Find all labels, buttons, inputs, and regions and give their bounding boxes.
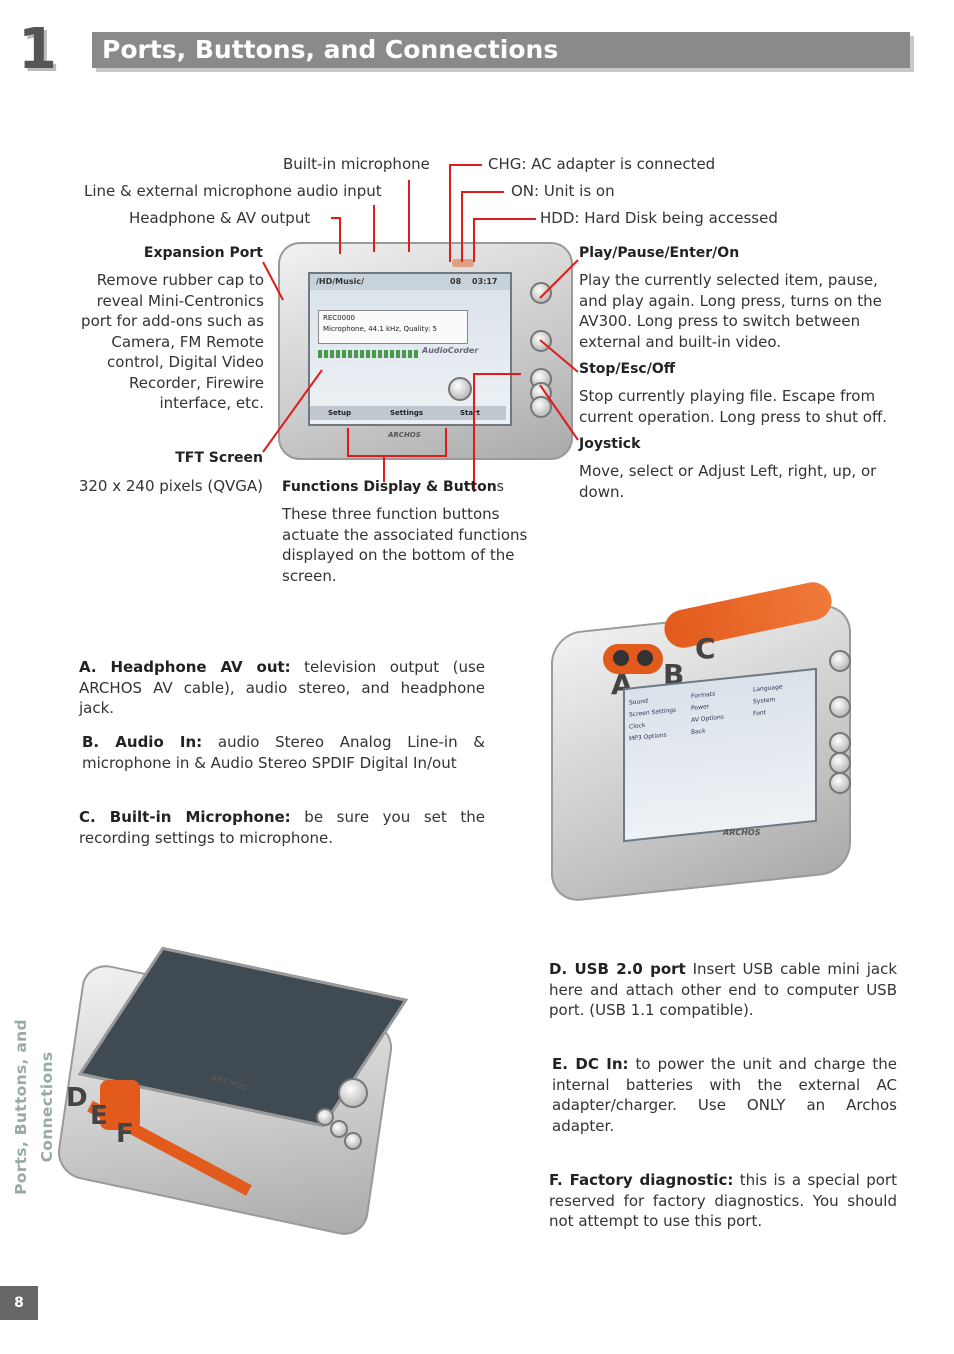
screen-status: 08 [450, 277, 462, 286]
tft-screen-desc: 320 x 240 pixels (QVGA) [78, 477, 263, 495]
device2-screen: Sound Formats Language Screen Settings P… [623, 667, 817, 843]
level-meter [318, 350, 418, 358]
tft-screen-title: TFT Screen [175, 450, 263, 466]
device2-button-4[interactable] [829, 752, 851, 774]
chapter-number: 1 [18, 17, 57, 82]
device3-button-3[interactable] [344, 1132, 362, 1150]
port-c-desc: C. Built-in Microphone: be sure you set … [79, 808, 485, 847]
port-b-desc: B. Audio In: audio Stereo Analog Line-in… [82, 733, 485, 772]
label-letter-d: D [66, 1083, 88, 1113]
device3-joystick[interactable] [338, 1078, 368, 1108]
joystick[interactable] [448, 377, 472, 401]
fn-settings-label: Settings [390, 409, 424, 417]
port-a-jack [613, 650, 629, 666]
menu-item-mp3-options: MP3 Options [629, 731, 667, 743]
callout-lines [262, 164, 579, 492]
screen-rec-info: Microphone, 44.1 kHz, Quality: 5 [323, 325, 437, 333]
device-side-view: D E F ARCHOS [54, 946, 420, 1240]
device2-button-3[interactable] [829, 732, 851, 754]
label-hdd: HDD: Hard Disk being accessed [540, 209, 778, 227]
joystick-title: Joystick [579, 436, 641, 452]
label-chg: CHG: AC adapter is connected [488, 155, 716, 173]
stop-title: Stop/Esc/Off [579, 361, 676, 377]
expansion-port-desc: Remove rubber cap to reveal Mini-Centron… [81, 271, 264, 412]
play-button[interactable] [530, 282, 552, 304]
play-desc: Play the currently selected item, pause,… [579, 271, 882, 351]
screen-rec-file: REC0000 [323, 314, 355, 322]
page-number: 8 [14, 1295, 24, 1311]
device-screen: /HD/Music/ 08 03:17 REC0000 Microphone, … [308, 272, 512, 426]
device2-button-5[interactable] [829, 772, 851, 794]
play-title: Play/Pause/Enter/On [579, 245, 740, 261]
fn-button-3[interactable] [530, 396, 552, 418]
device-top-view: A B C Sound Formats Language Screen Sett… [543, 578, 863, 904]
stop-desc: Stop currently playing file. Escape from… [579, 387, 888, 426]
fn-start-label: Start [460, 409, 480, 417]
screen-time: 03:17 [472, 277, 498, 286]
device2-brand: ARCHOS [723, 828, 761, 837]
fn-setup-label: Setup [328, 409, 352, 417]
menu-item-font: Font [753, 709, 767, 718]
functions-desc: These three function buttons actuate the… [282, 505, 528, 585]
device3-button-1[interactable] [316, 1108, 334, 1126]
menu-item-back: Back [691, 727, 706, 737]
label-headphone: Headphone & AV output [129, 209, 311, 227]
device3-button-2[interactable] [330, 1120, 348, 1138]
port-d-desc: D. USB 2.0 port Insert USB cable mini ja… [549, 960, 897, 1019]
page-title: Ports, Buttons, and Connections [102, 35, 559, 64]
screen-path: /HD/Music/ [316, 277, 365, 286]
side-section-title: Ports, Buttons, and Connections [12, 1019, 56, 1195]
label-letter-f: F [116, 1119, 134, 1149]
joystick-desc: Move, select or Adjust Left, right, up, … [579, 462, 877, 501]
port-e-desc: E. DC In: to power the unit and charge t… [552, 1055, 897, 1135]
device2-button-1[interactable] [829, 650, 851, 672]
label-builtin-mic: Built-in microphone [283, 155, 430, 173]
port-a-desc: A. Headphone AV out: television output (… [79, 658, 486, 717]
screen-app-name: AudioCorder [422, 346, 479, 355]
page-number-box [0, 1286, 38, 1320]
led-indicators [452, 259, 474, 267]
device-front-view: /HD/Music/ 08 03:17 REC0000 Microphone, … [278, 242, 573, 460]
port-b-jack [637, 650, 653, 666]
label-line-input: Line & external microphone audio input [84, 182, 382, 200]
label-letter-e: E [90, 1101, 108, 1131]
label-letter-c: C [695, 632, 716, 665]
device2-button-2[interactable] [829, 696, 851, 718]
expansion-port-title: Expansion Port [143, 245, 263, 261]
title-bar [92, 32, 910, 68]
device-brand: ARCHOS [388, 431, 421, 439]
port-f-desc: F. Factory diagnostic: this is a special… [549, 1171, 897, 1230]
functions-title: Functions Display & Buttons [282, 479, 504, 495]
label-on: ON: Unit is on [511, 182, 615, 200]
